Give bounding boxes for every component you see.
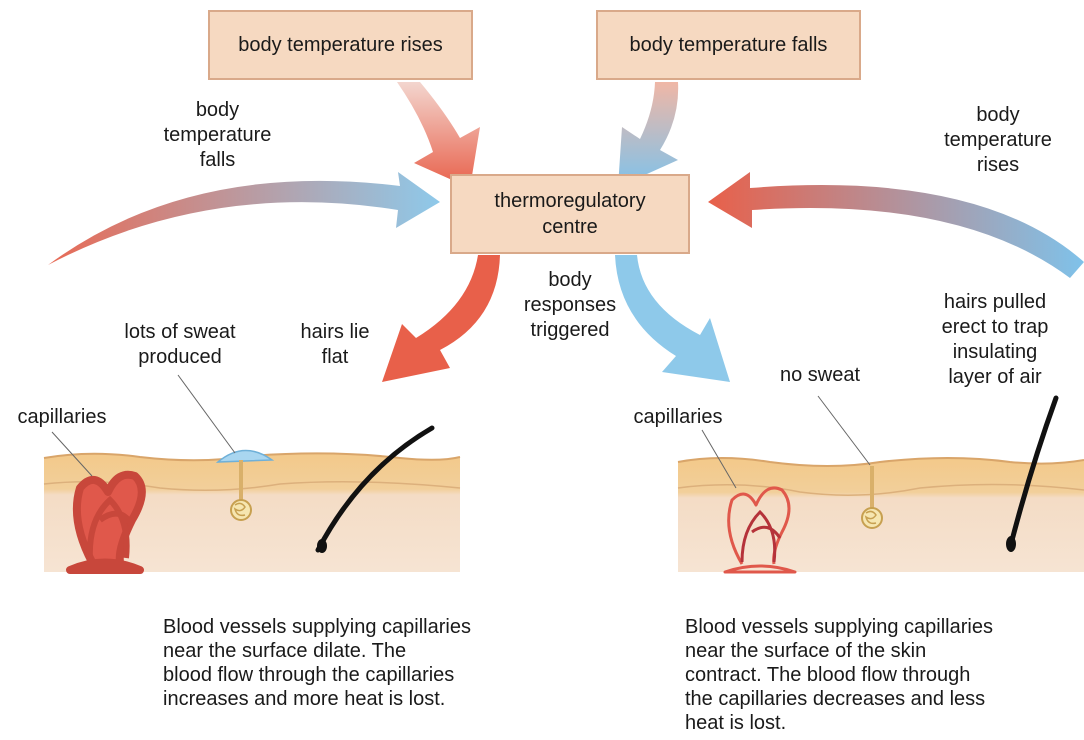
arrow-left-side: [48, 172, 440, 265]
arrow-centre-to-left: [382, 255, 500, 382]
label-no-sweat: no sweat: [760, 363, 880, 388]
arrow-falls-to-centre: [618, 82, 678, 187]
box-body-temperature-rises: body temperature rises: [208, 10, 473, 80]
caption-right: Blood vessels supplying capillaries near…: [685, 615, 1080, 735]
label-hairs-pulled-erect: hairs pulled erect to trap insulating la…: [920, 290, 1070, 390]
label-capillaries-right: capillaries: [618, 405, 738, 430]
label-lots-of-sweat: lots of sweat produced: [90, 320, 270, 370]
skin-section-right: [678, 396, 1084, 572]
sweat-drop: [218, 450, 272, 462]
label-hairs-lie-flat: hairs lie flat: [280, 320, 390, 370]
label-body-responses-triggered: body responses triggered: [510, 268, 630, 343]
arrow-right-side: [708, 172, 1084, 278]
box-body-temperature-falls: body temperature falls: [596, 10, 861, 80]
label-capillaries-left: capillaries: [2, 405, 122, 430]
arrow-centre-to-right: [615, 255, 730, 382]
box-thermoregulatory-centre: thermoregulatory centre: [450, 174, 690, 254]
arrow-rises-to-centre: [397, 82, 480, 188]
caption-left: Blood vessels supplying capillaries near…: [163, 615, 583, 711]
label-left-body-temperature-falls: body temperature falls: [150, 98, 285, 173]
label-right-body-temperature-rises: body temperature rises: [928, 103, 1068, 178]
